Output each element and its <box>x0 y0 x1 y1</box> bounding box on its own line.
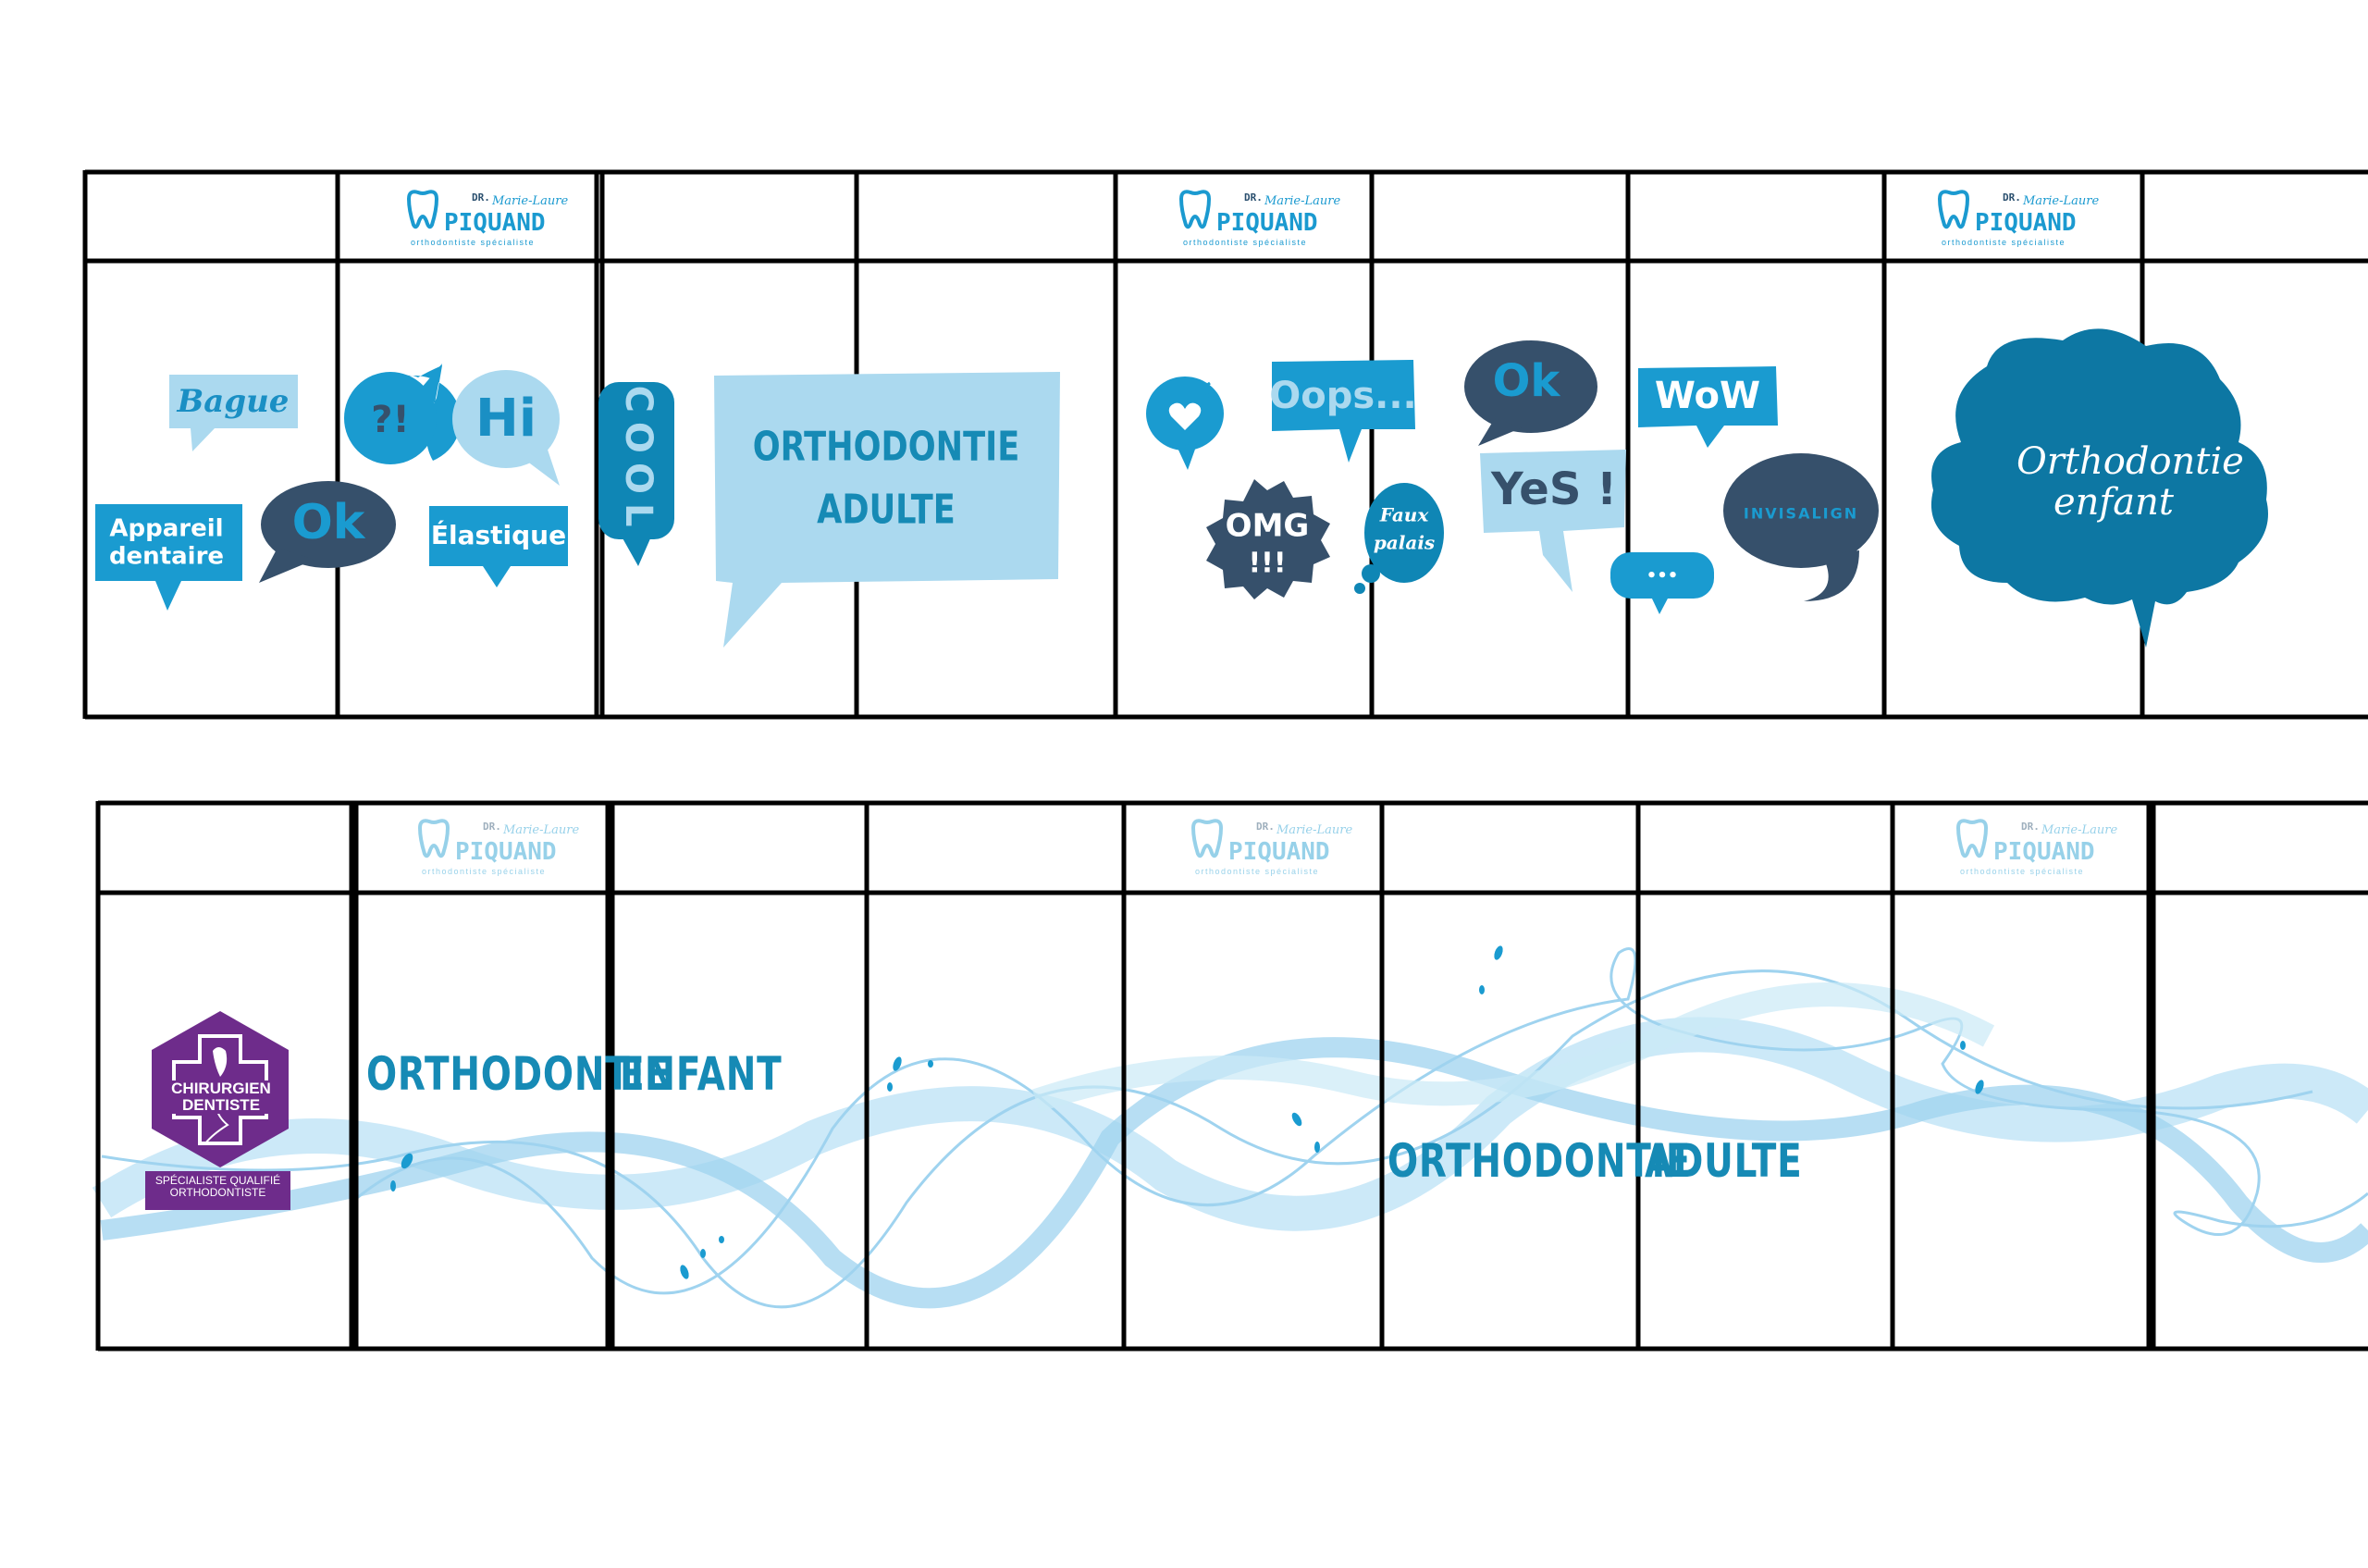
logo-surname: PIQUAND <box>455 838 557 866</box>
bubble-wow: WoW <box>1638 366 1778 448</box>
badge-subtitle: SPÉCIALISTE QUALIFIÉ ORTHODONTISTE <box>145 1175 290 1198</box>
wave-decoration <box>92 947 2368 1309</box>
bubble-orthodontie-adulte: ORTHODONTIE ADULTE <box>714 372 1060 648</box>
logo-tagline: orthodontiste spécialiste <box>1183 238 1307 247</box>
bubble-omg: OMG !!! <box>1206 479 1330 599</box>
logo-tagline: orthodontiste spécialiste <box>411 238 535 247</box>
svg-text:Orthodontie: Orthodontie <box>2016 440 2244 483</box>
logo-first-name: Marie-Laure <box>2041 823 2117 837</box>
logo-tagline: orthodontiste spécialiste <box>1195 867 1319 876</box>
bubble-heart <box>1146 377 1224 470</box>
title-orthodontie-adulte-part2: ADULTE <box>1645 1134 1803 1188</box>
logo-surname: PIQUAND <box>1216 209 1318 237</box>
badge-title-line1: CHIRURGIEN <box>171 1080 271 1097</box>
logo-prefix: DR. <box>1256 821 1275 833</box>
svg-text:•••: ••• <box>1646 566 1679 586</box>
bubble-elastique: Élastique <box>429 506 568 587</box>
svg-text:Hi: Hi <box>475 389 536 449</box>
heart-icon <box>1168 402 1202 430</box>
badge-title: CHIRURGIEN DENTISTE <box>155 1080 287 1114</box>
svg-text:OMG: OMG <box>1226 508 1310 545</box>
cross-icon <box>172 1034 268 1145</box>
bubble-ok-left: Ok <box>259 481 396 583</box>
svg-text:Appareil: Appareil <box>109 515 223 543</box>
bubble-cool: COOL <box>598 382 674 566</box>
svg-text:Ok: Ok <box>1493 355 1561 407</box>
logo-surname: PIQUAND <box>1993 838 2095 866</box>
bubble-ok-right: Ok <box>1464 340 1597 446</box>
svg-text:palais: palais <box>1374 532 1435 554</box>
tooth-icon <box>1190 819 1224 858</box>
bottom-frame <box>95 800 2368 1352</box>
logo-bottom-3: DR. Marie-Laure PIQUAND orthodontiste sp… <box>1955 819 2117 876</box>
tooth-icon <box>417 819 450 858</box>
bubble-ellipsis: ••• <box>1610 552 1714 614</box>
top-window-band: DR. Marie-Laure PIQUAND orthodontiste sp… <box>82 169 2368 720</box>
svg-text:COOL: COOL <box>617 386 660 537</box>
bubble-oops: Oops... <box>1269 360 1417 463</box>
logo-tagline: orthodontiste spécialiste <box>1960 867 2084 876</box>
bubble-appareil-dentaire: Appareil dentaire <box>95 504 242 611</box>
svg-text:Bague: Bague <box>177 383 290 420</box>
svg-text:!!!: !!! <box>1248 548 1286 580</box>
svg-text:enfant: enfant <box>2054 481 2175 524</box>
svg-text:ADULTE: ADULTE <box>817 487 956 534</box>
logo-prefix: DR. <box>472 191 490 204</box>
logo-first-name: Marie-Laure <box>502 823 579 837</box>
logo-surname: PIQUAND <box>1975 209 2077 237</box>
svg-text:INVISALIGN: INVISALIGN <box>1744 505 1858 523</box>
tooth-icon <box>406 190 439 229</box>
title-orthodontie-adulte-part1: ORTHODONTIE <box>1388 1134 1692 1188</box>
logo-prefix: DR. <box>2021 821 2040 833</box>
bubble-yes: YeS ! <box>1480 450 1626 592</box>
logo-tagline: orthodontiste spécialiste <box>422 867 546 876</box>
svg-text:Ok: Ok <box>292 495 366 550</box>
tooth-icon <box>1937 190 1970 229</box>
badge-subtitle-line1: SPÉCIALISTE QUALIFIÉ <box>154 1174 281 1187</box>
svg-text:Faux: Faux <box>1379 504 1430 526</box>
logo-top-3: DR. Marie-Laure PIQUAND orthodontiste sp… <box>1937 190 2099 247</box>
svg-text:WoW: WoW <box>1655 375 1760 417</box>
svg-text:?!: ?! <box>371 399 409 441</box>
svg-text:dentaire: dentaire <box>109 543 224 571</box>
badge-subtitle-line2: ORTHODONTISTE <box>169 1185 266 1199</box>
bubble-question: ?! <box>344 364 461 464</box>
logo-bottom-1: DR. Marie-Laure PIQUAND orthodontiste sp… <box>417 819 579 876</box>
svg-text:YeS !: YeS ! <box>1490 463 1617 515</box>
logo-surname: PIQUAND <box>1228 838 1330 866</box>
badge-title-line2: DENTISTE <box>181 1095 261 1114</box>
bubble-bague: Bague <box>169 375 298 451</box>
tooth-icon <box>1955 819 1989 858</box>
logo-top-2: DR. Marie-Laure PIQUAND orthodontiste sp… <box>1178 190 1340 247</box>
svg-text:Élastique: Élastique <box>431 519 566 550</box>
tooth-icon <box>213 1047 228 1077</box>
bubble-hi: Hi <box>452 370 560 486</box>
logo-first-name: Marie-Laure <box>1264 194 1340 208</box>
logo-prefix: DR. <box>2003 191 2021 204</box>
logo-prefix: DR. <box>1244 191 1263 204</box>
tooth-icon <box>1178 190 1212 229</box>
bubble-invisalign: INVISALIGN <box>1723 453 1879 601</box>
cloud-orthodontie-enfant: Orthodontie enfant <box>1930 328 2268 648</box>
logo-first-name: Marie-Laure <box>2022 194 2099 208</box>
logo-bottom-2: DR. Marie-Laure PIQUAND orthodontiste sp… <box>1190 819 1352 876</box>
svg-text:Oops...: Oops... <box>1269 375 1417 417</box>
logo-tagline: orthodontiste spécialiste <box>1942 238 2066 247</box>
title-orthodontie-enfant-part2: ENFANT <box>620 1047 783 1101</box>
leaf-drops <box>390 945 1984 1279</box>
logo-surname: PIQUAND <box>444 209 546 237</box>
logo-first-name: Marie-Laure <box>491 194 568 208</box>
title-orthodontie-enfant-part1: ORTHODONTIE <box>366 1047 671 1101</box>
svg-text:ORTHODONTIE: ORTHODONTIE <box>753 424 1019 471</box>
bubble-faux-palais: Faux palais <box>1354 483 1444 594</box>
logo-prefix: DR. <box>483 821 501 833</box>
logo-top-1: DR. Marie-Laure PIQUAND orthodontiste sp… <box>406 190 568 247</box>
logo-first-name: Marie-Laure <box>1276 823 1352 837</box>
